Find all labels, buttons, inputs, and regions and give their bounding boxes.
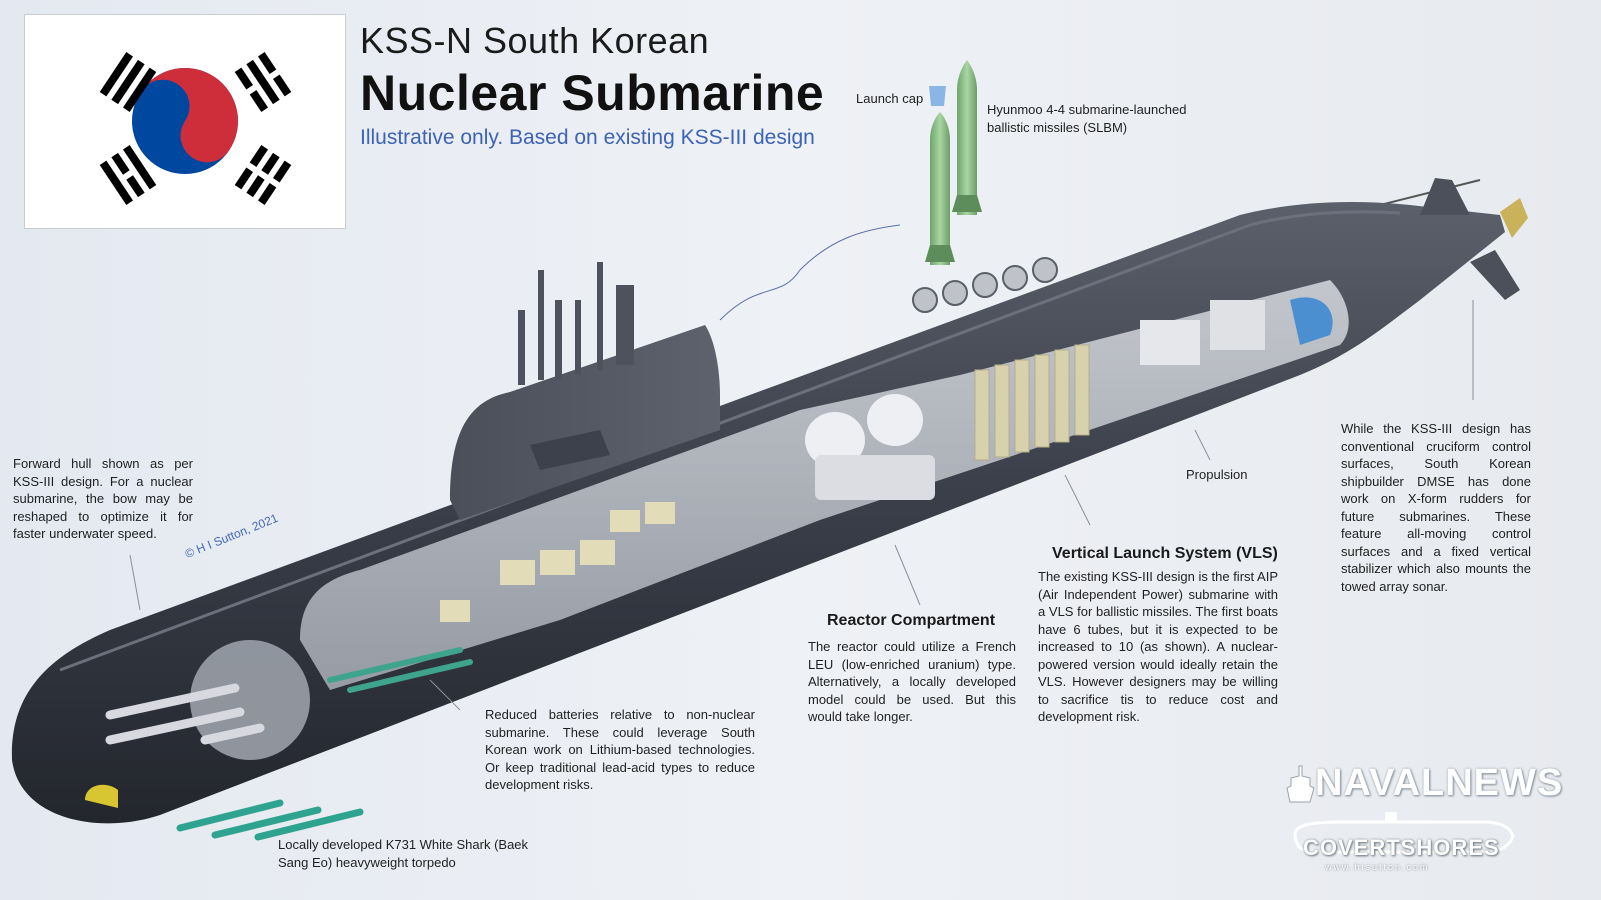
- reactor-dome-2: [867, 394, 923, 446]
- slbm-label: Hyunmoo 4-4 submarine-launched ballistic…: [987, 102, 1187, 135]
- title-line-1: KSS-N South Korean: [360, 20, 710, 61]
- batteries-note: Reduced batteries relative to non-nuclea…: [485, 707, 755, 792]
- masts: [518, 262, 634, 385]
- leader-lines: [129, 429, 1211, 711]
- reactor-body: The reactor could utilize a French LEU (…: [808, 639, 1016, 724]
- vls-heading: Vertical Launch System (VLS): [1052, 545, 1278, 562]
- vls-hatches: [912, 257, 1058, 313]
- upper-rudder: [1420, 178, 1470, 215]
- flag-graphic: [25, 15, 345, 228]
- launch-cap-label: Launch cap: [856, 91, 924, 106]
- sail: [450, 325, 720, 520]
- propeller: [1500, 198, 1528, 238]
- hull-highlight: [59, 210, 1401, 672]
- slbm-missile-1: [925, 112, 955, 265]
- covertshores-logo: COVERTSHORES: [1303, 835, 1500, 860]
- taegeuk-red: [140, 68, 238, 163]
- reactor-heading: Reactor Compartment: [827, 612, 996, 629]
- sonar-dome: [85, 784, 118, 808]
- torpedo-tubes: [105, 683, 265, 745]
- trigram-geon: [99, 52, 157, 112]
- trigram-ri: [99, 145, 157, 205]
- lower-rudder: [1470, 250, 1520, 300]
- reactor-base: [815, 455, 935, 500]
- sail-plane: [530, 430, 610, 470]
- launch-cap: [929, 86, 946, 106]
- propulsion-machinery-2: [1210, 300, 1265, 350]
- motor: [1290, 297, 1333, 345]
- external-torpedoes: [176, 799, 364, 841]
- navalnews-logo: NAVALNEWS: [1315, 762, 1564, 804]
- battery-modules: [440, 502, 675, 622]
- trigram-gam: [234, 52, 292, 112]
- navalnews-ship-icon: [1286, 765, 1315, 803]
- covertshores-url: www.hisutton.com: [1325, 862, 1430, 872]
- vls-body: The existing KSS-III design is the first…: [1038, 569, 1278, 724]
- pressure-hull-bulkhead: [190, 640, 310, 760]
- cap-trajectory: [719, 224, 901, 321]
- stored-torpedoes: [327, 647, 473, 693]
- slbm-missile-2: [952, 60, 982, 215]
- forward-hull-note: Forward hull shown as per KSS-III design…: [13, 456, 193, 541]
- reactor-dome-1: [805, 412, 865, 468]
- subtitle: Illustrative only. Based on existing KSS…: [360, 126, 815, 149]
- propulsion-label: Propulsion: [1186, 467, 1248, 482]
- trigram-gon: [234, 145, 292, 205]
- title-line-2: Nuclear Submarine: [360, 65, 825, 121]
- south-korea-flag: [24, 14, 346, 229]
- propulsion-machinery-1: [1140, 320, 1200, 365]
- covertshores-sub-icon: [1293, 812, 1515, 854]
- vls-tubes: [974, 344, 1090, 461]
- control-surfaces-note: While the KSS-III design has conventiona…: [1341, 421, 1531, 594]
- torpedo-note: Locally developed K731 White Shark (Baek…: [278, 837, 529, 870]
